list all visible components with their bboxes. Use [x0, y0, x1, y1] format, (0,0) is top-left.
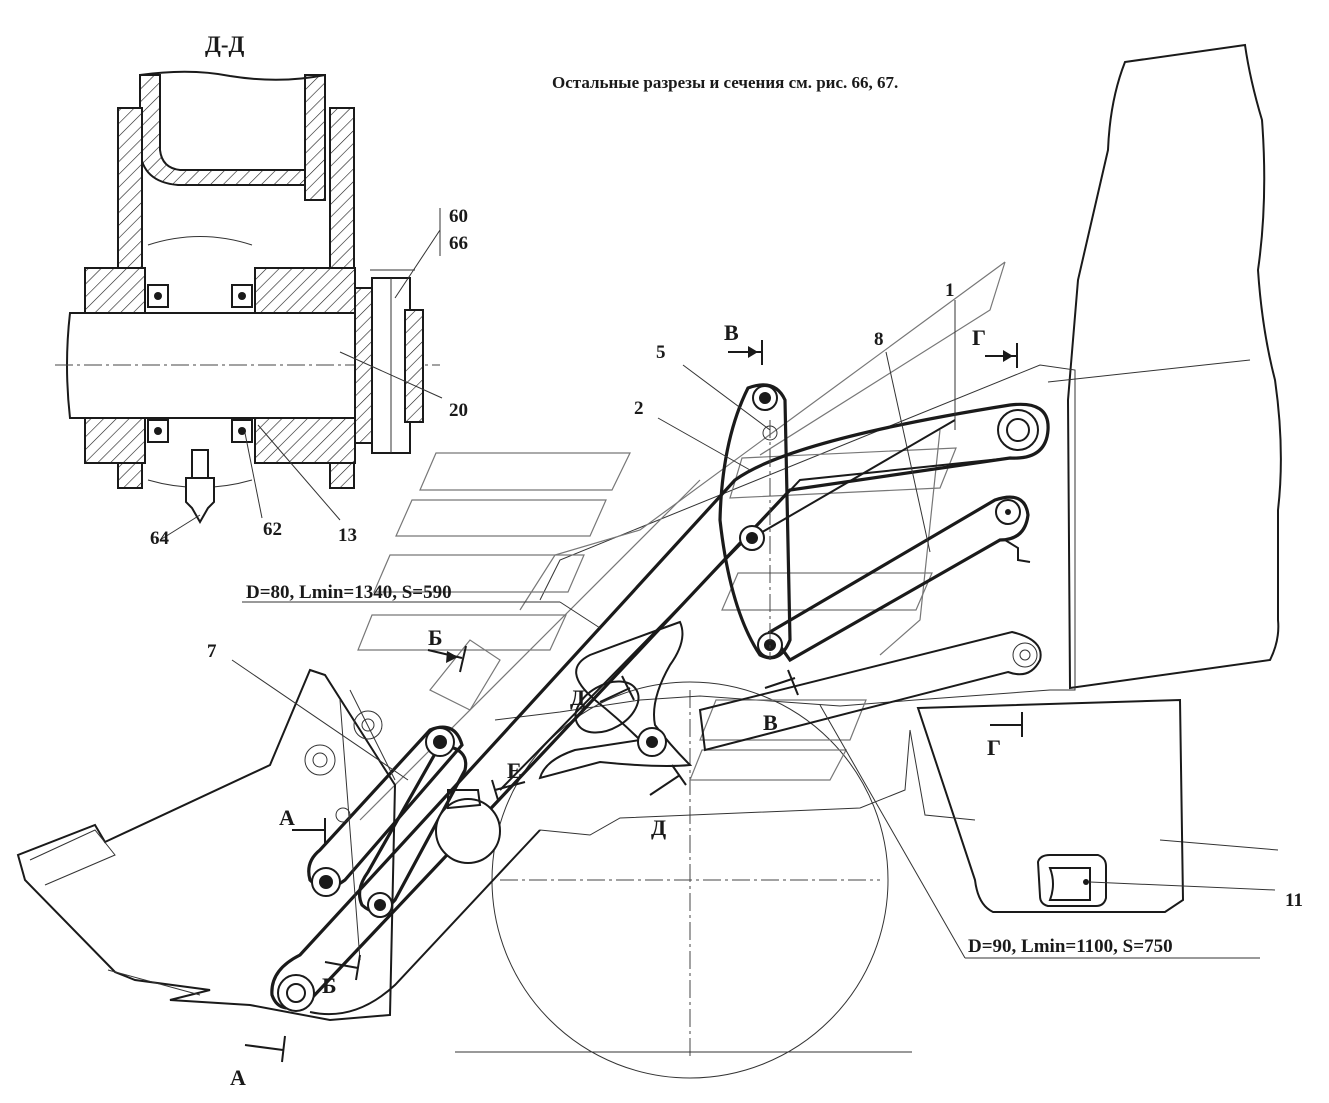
callout-66: 66	[449, 233, 468, 254]
callout-64: 64	[150, 528, 170, 549]
section-mark-a-top: А	[279, 805, 295, 830]
callout-13: 13	[338, 525, 357, 546]
section-mark-v-top: В	[724, 320, 739, 345]
section-mark-d-top: Д	[570, 685, 585, 710]
section-title: Д-Д	[205, 32, 244, 57]
callout-62: 62	[263, 519, 282, 540]
section-mark-g-bottom: Г	[987, 735, 1001, 760]
section-mark-a-bottom: А	[230, 1065, 246, 1090]
section-mark-e: Е	[507, 758, 522, 783]
section-mark-b-bottom: Б	[322, 973, 337, 998]
cylinder-spec-upper: D=80, Lmin=1340, S=590	[246, 582, 452, 603]
section-mark-g-top: Г	[972, 325, 986, 350]
callout-11: 11	[1285, 890, 1303, 911]
cylinder-spec-lower: D=90, Lmin=1100, S=750	[968, 936, 1173, 957]
callout-1: 1	[945, 280, 955, 301]
section-mark-b-top: Б	[428, 625, 443, 650]
callout-5: 5	[656, 342, 666, 363]
callout-20: 20	[449, 400, 468, 421]
section-mark-d-bottom: Д	[651, 815, 666, 840]
reference-note: Остальные разрезы и сечения см. рис. 66,…	[552, 73, 898, 92]
section-arrows	[244, 340, 1023, 1063]
callout-60: 60	[449, 206, 468, 227]
section-mark-v-bottom: В	[763, 710, 778, 735]
section-d-d-view	[55, 70, 443, 541]
loader-assembly	[16, 43, 1282, 1079]
labels: Д-Д Остальные разрезы и сечения см. рис.…	[150, 32, 1303, 1090]
callout-2: 2	[634, 398, 644, 419]
callout-7: 7	[207, 641, 217, 662]
callout-8: 8	[874, 329, 884, 350]
